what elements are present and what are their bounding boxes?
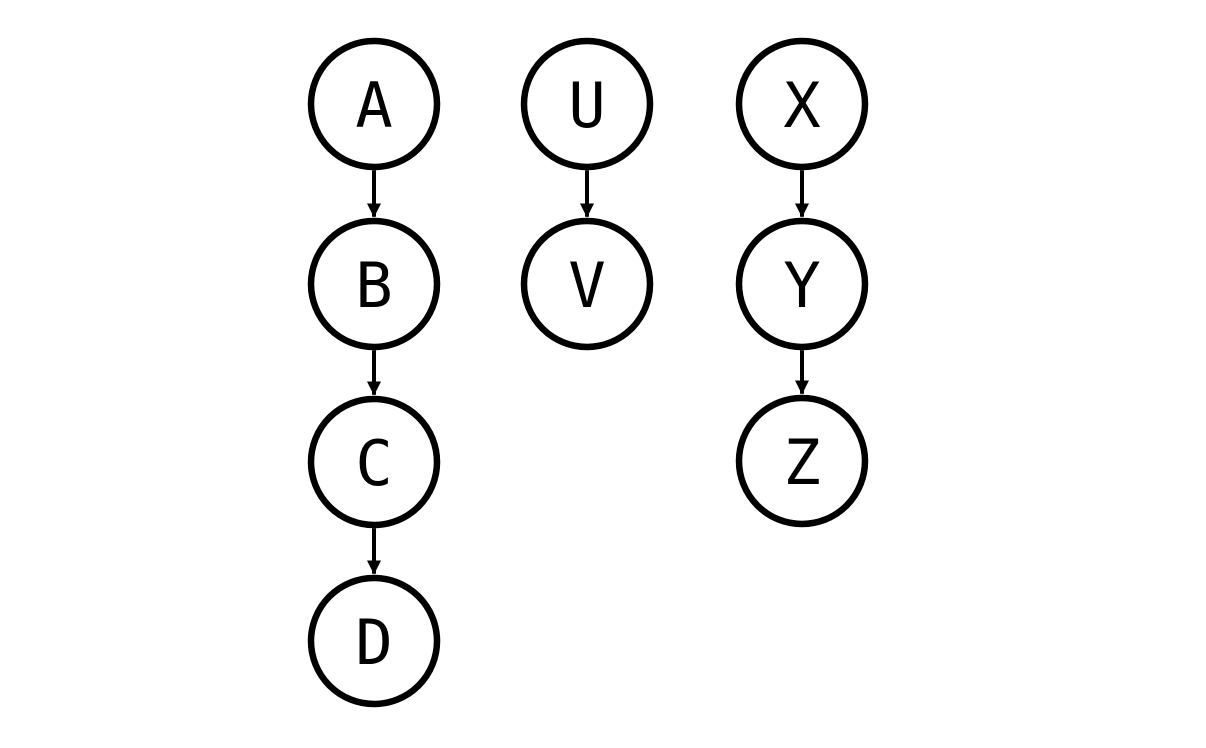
node-circle-Y bbox=[735, 217, 869, 351]
node-circle-A bbox=[307, 37, 441, 171]
node-circle-Z bbox=[735, 394, 869, 528]
node-label-A: A bbox=[355, 69, 392, 142]
node-circle-U bbox=[520, 37, 654, 171]
node-label-B: B bbox=[355, 249, 392, 322]
node-label-X: X bbox=[783, 69, 820, 142]
node-label-Y: Y bbox=[783, 249, 820, 322]
node-C: C bbox=[307, 395, 441, 529]
node-circle-D bbox=[307, 574, 441, 708]
node-circle-X bbox=[735, 37, 869, 171]
node-label-Z: Z bbox=[783, 426, 820, 499]
node-label-C: C bbox=[355, 427, 392, 500]
node-circle-C bbox=[307, 395, 441, 529]
node-circle-V bbox=[520, 217, 654, 351]
node-A: A bbox=[307, 37, 441, 171]
node-circle-B bbox=[307, 217, 441, 351]
node-D: D bbox=[307, 574, 441, 708]
node-X: X bbox=[735, 37, 869, 171]
node-label-D: D bbox=[355, 606, 392, 679]
node-V: V bbox=[520, 217, 654, 351]
node-Z: Z bbox=[735, 394, 869, 528]
node-label-V: V bbox=[568, 249, 605, 322]
node-label-U: U bbox=[568, 69, 605, 142]
node-B: B bbox=[307, 217, 441, 351]
node-Y: Y bbox=[735, 217, 869, 351]
node-U: U bbox=[520, 37, 654, 171]
